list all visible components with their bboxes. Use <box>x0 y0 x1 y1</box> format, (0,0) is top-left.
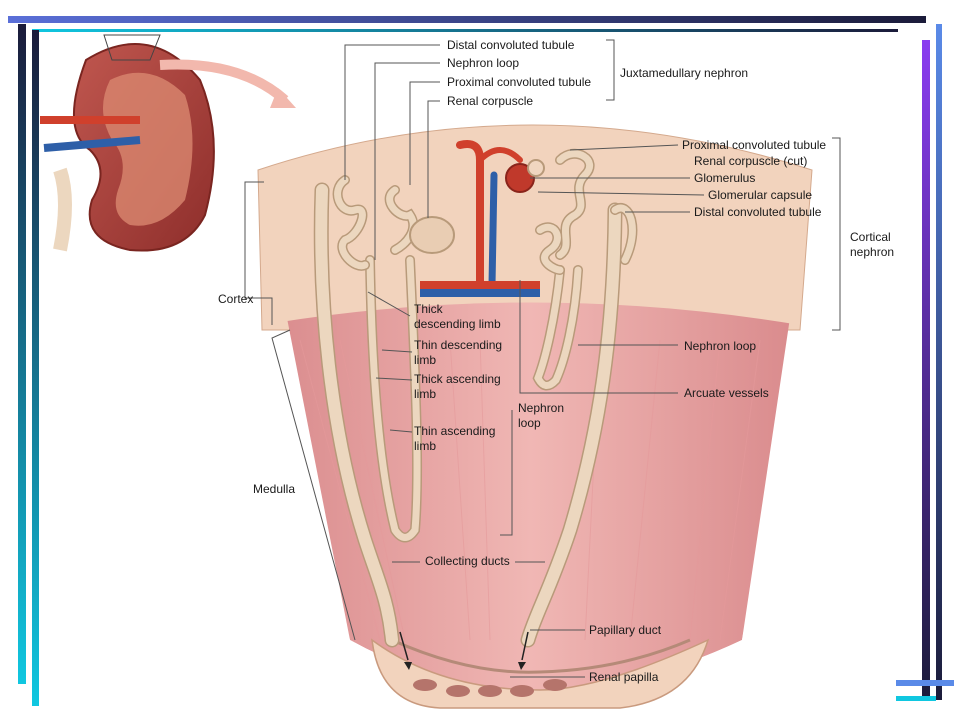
label-cortical-nephron-2: nephron <box>850 245 895 259</box>
label-thin-ascending-limb-2: limb <box>414 439 437 453</box>
frame-right-bar-purple <box>922 40 930 700</box>
label-thick-ascending-limb-1: Thick ascending <box>414 372 501 386</box>
label-proximal-convoluted-tubule-right: Proximal convoluted tubule <box>682 138 827 152</box>
label-thick-descending-limb-2: descending limb <box>414 317 501 331</box>
label-renal-corpuscle: Renal corpuscle <box>447 94 534 108</box>
label-nephron-loop-mid-1: Nephron <box>518 401 565 415</box>
leader-lines <box>244 39 841 678</box>
label-thin-descending-limb-1: Thin descending <box>414 338 503 352</box>
label-proximal-convoluted-tubule-top: Proximal convoluted tubule <box>447 75 592 89</box>
label-nephron-loop-right: Nephron loop <box>684 339 757 353</box>
label-thick-ascending-limb-2: limb <box>414 387 437 401</box>
flow-arrows <box>399 631 529 661</box>
label-renal-corpuscle-cut: Renal corpuscle (cut) <box>694 154 808 168</box>
label-arcuate-vessels: Arcuate vessels <box>684 386 769 400</box>
label-distal-convoluted-tubule-top: Distal convoluted tubule <box>447 38 575 52</box>
renal-corpuscle-left <box>409 216 455 254</box>
zoom-arrow <box>159 59 289 104</box>
label-thin-ascending-limb-1: Thin ascending <box>414 424 496 438</box>
label-nephron-loop-top: Nephron loop <box>447 56 520 70</box>
medulla-region <box>262 302 800 690</box>
frame-left-bar-dark <box>18 24 26 684</box>
interlobular-artery <box>456 140 523 289</box>
frame-top-bar <box>8 16 926 23</box>
label-thin-descending-limb-2: limb <box>414 353 437 367</box>
label-collecting-ducts: Collecting ducts <box>425 554 510 568</box>
label-thick-descending-limb-1: Thick <box>414 302 443 316</box>
label-cortex: Cortex <box>218 292 254 306</box>
label-nephron-loop-mid-2: loop <box>518 416 541 430</box>
label-cortical-nephron-1: Cortical <box>850 230 891 244</box>
label-juxtamedullary-nephron: Juxtamedullary nephron <box>620 66 749 80</box>
kidney-thumbnail <box>40 34 215 252</box>
label-glomerular-capsule: Glomerular capsule <box>708 188 813 202</box>
label-glomerulus: Glomerulus <box>694 171 756 185</box>
papilla-pores <box>413 679 567 697</box>
frame-left-bar-cyan <box>32 30 39 706</box>
frame-top-bar-thin <box>32 29 898 32</box>
frame-bottom-right-bar-cyan <box>896 696 936 701</box>
label-distal-convoluted-tubule-right: Distal convoluted tubule <box>694 205 822 219</box>
label-medulla: Medulla <box>253 482 296 496</box>
label-papillary-duct: Papillary duct <box>589 623 662 637</box>
label-renal-papilla: Renal papilla <box>589 670 659 684</box>
frame-bottom-right-bar <box>896 680 954 686</box>
frame-right-bar-blue <box>936 24 942 700</box>
